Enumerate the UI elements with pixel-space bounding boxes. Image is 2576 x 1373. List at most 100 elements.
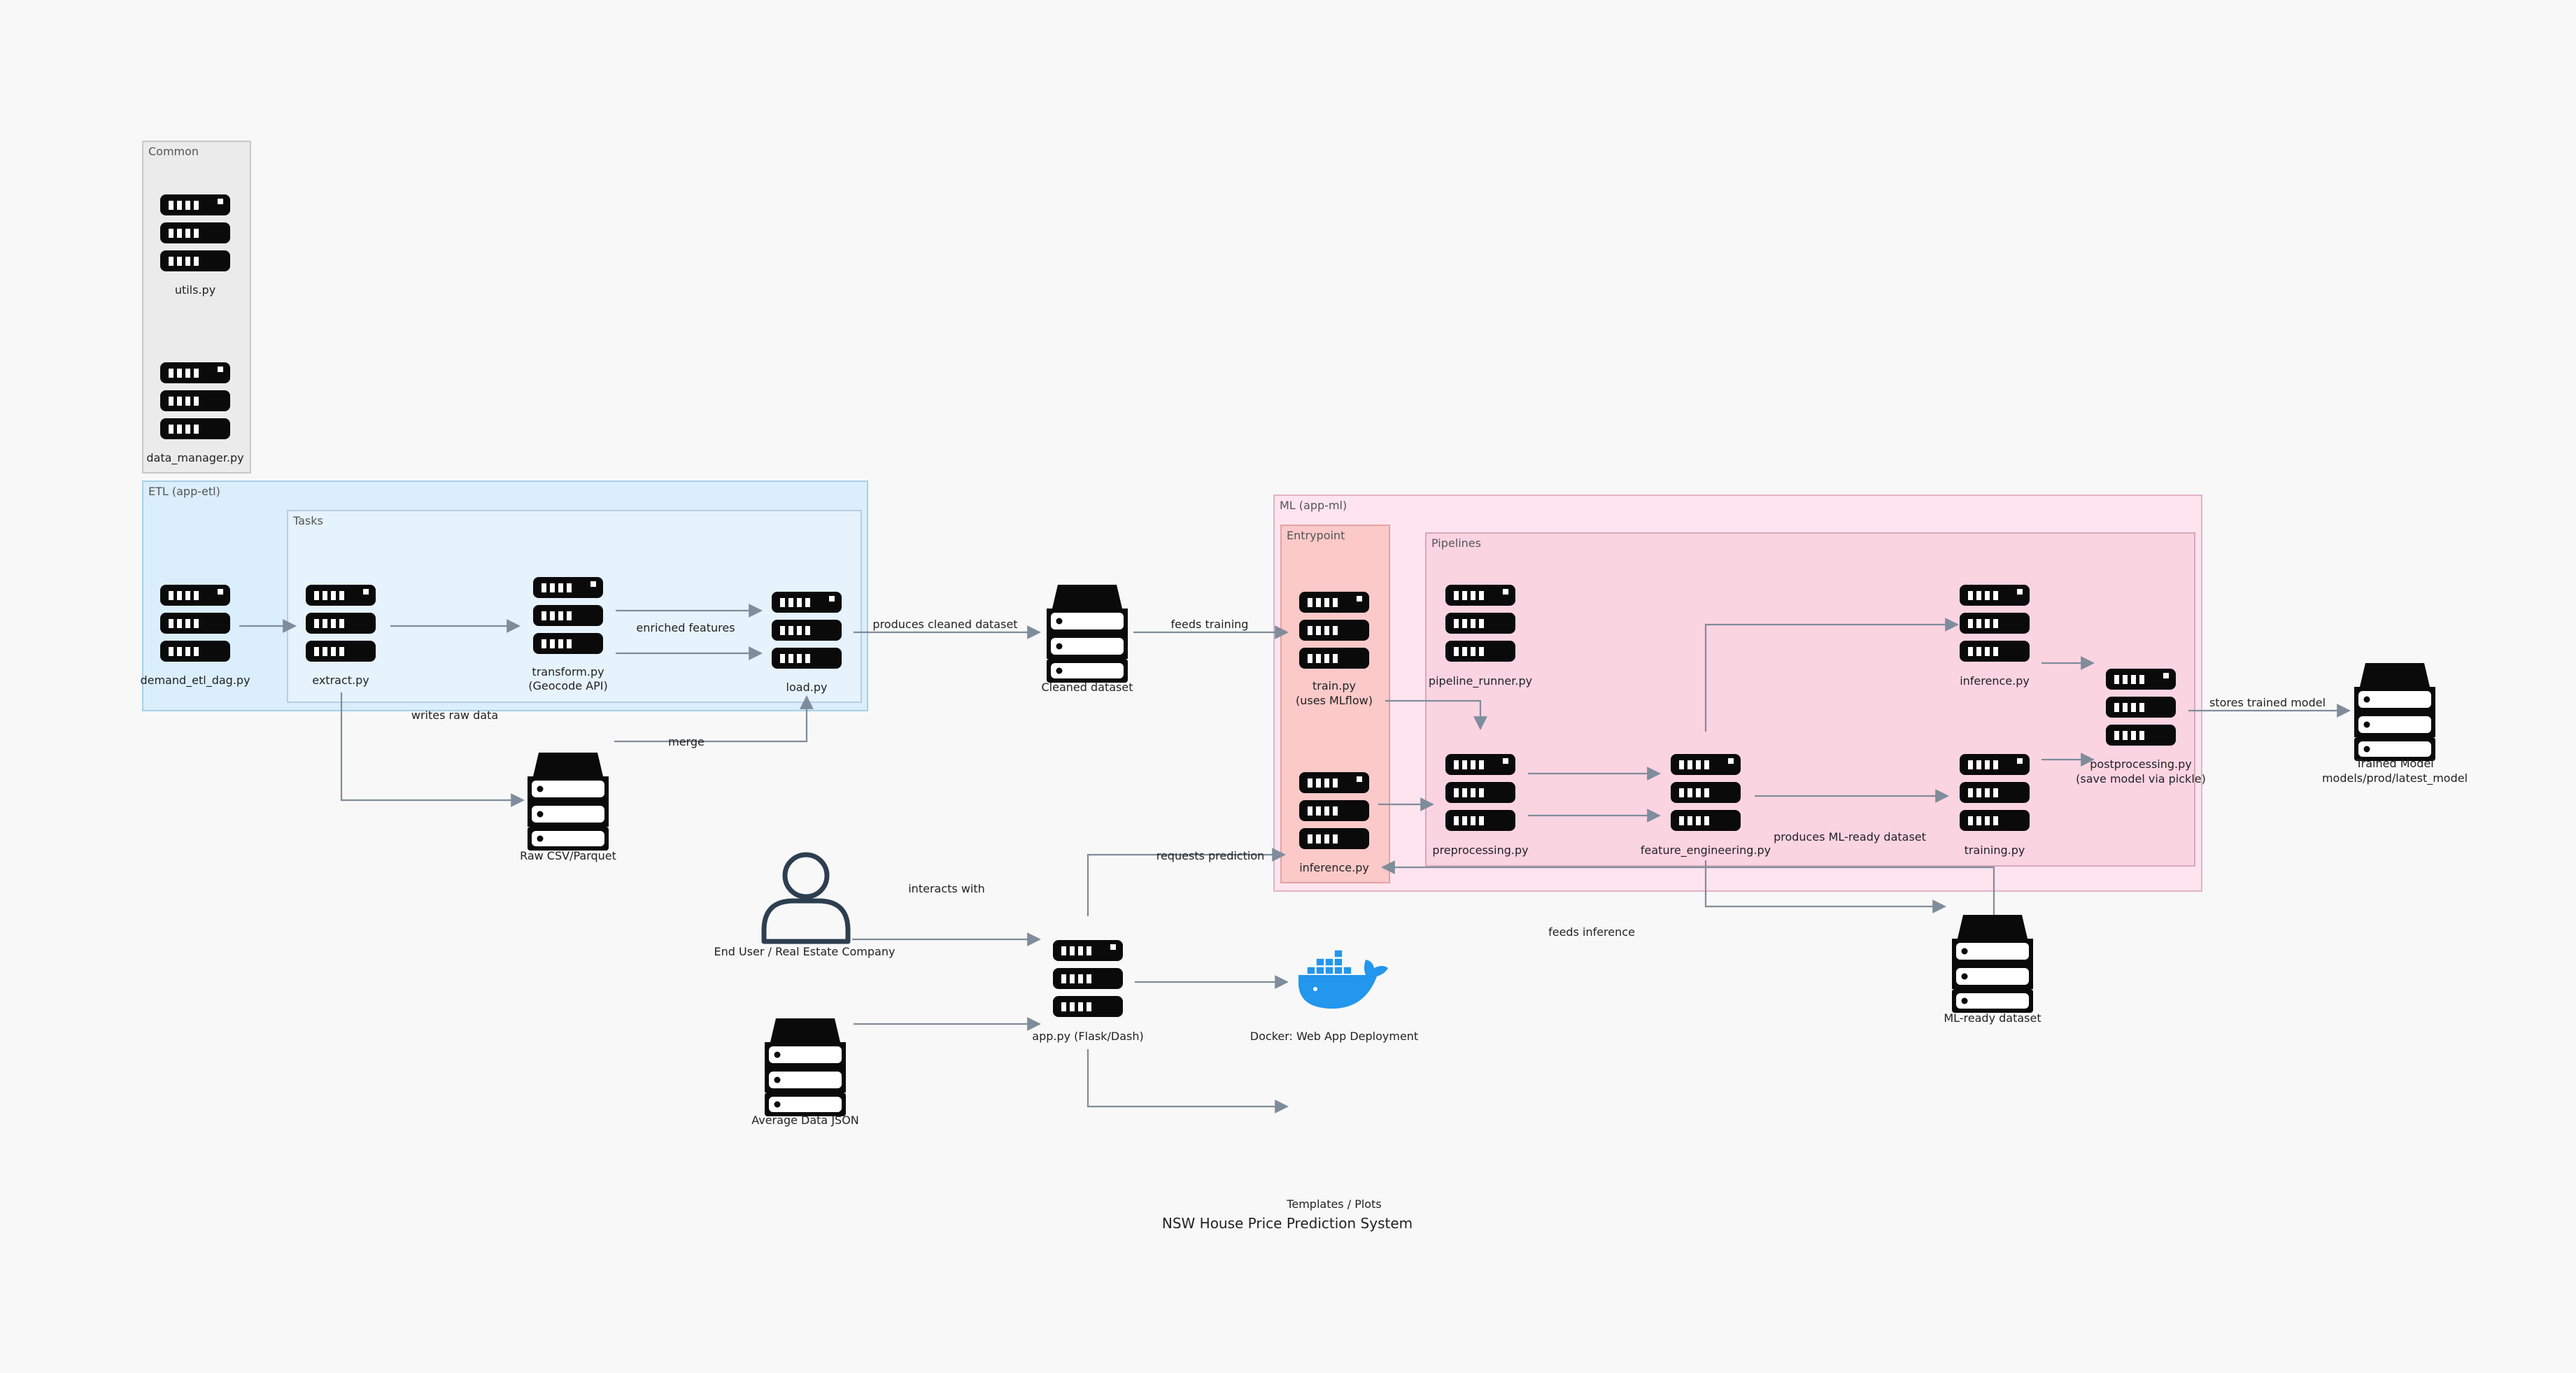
node-cleaned-dataset[interactable]: Cleaned dataset — [1042, 585, 1133, 694]
edge-label-interacts-with: interacts with — [908, 882, 985, 895]
storage-icon — [528, 753, 609, 851]
server-icon — [1960, 754, 2030, 831]
cluster-pipelines: Pipelines — [1425, 532, 2195, 867]
node-inference-entry[interactable]: inference.py — [1299, 772, 1369, 874]
edge-fe-mlready — [1704, 860, 1946, 913]
node-transform[interactable]: transform.py (Geocode API) — [528, 577, 608, 692]
node-feature-engineering-label: feature_engineering.py — [1641, 844, 1771, 858]
server-icon — [160, 194, 230, 271]
node-trained-model-label-2: models/prod/latest_model — [2322, 771, 2468, 785]
edge-label-feeds-training: feeds training — [1171, 618, 1249, 631]
server-icon — [306, 585, 376, 662]
edge-raw-load-merge — [614, 695, 814, 743]
node-trained-model-label-1: Trained Model — [2355, 757, 2434, 770]
node-end-user-label: End User / Real Estate Company — [714, 945, 896, 958]
edges — [239, 604, 2351, 1114]
node-docker-label: Docker: Web App Deployment — [1250, 1030, 1418, 1043]
node-cleaned-dataset-label: Cleaned dataset — [1042, 681, 1133, 694]
node-average-data[interactable]: Average Data JSON — [751, 1018, 859, 1127]
node-average-data-label: Average Data JSON — [751, 1114, 859, 1127]
node-transform-label-2: (Geocode API) — [528, 679, 608, 692]
node-postprocessing[interactable]: postprocessing.py (save model via pickle… — [2076, 669, 2206, 785]
edge-label-requests-prediction: requests prediction — [1156, 849, 1265, 862]
node-inference-pipeline[interactable]: inference.py — [1960, 585, 2030, 688]
node-training-label: training.py — [1965, 844, 2025, 857]
node-pipeline-runner-label: pipeline_runner.py — [1429, 674, 1532, 688]
node-transform-label-1: transform.py — [532, 665, 604, 678]
node-inference-entry-label: inference.py — [1299, 861, 1369, 874]
node-raw-data-label: Raw CSV/Parquet — [520, 849, 616, 862]
edge-label-enriched-features: enriched features — [636, 621, 735, 634]
server-icon — [1445, 754, 1515, 831]
node-templates-label: Templates / Plots — [1286, 1197, 1381, 1211]
node-trained-model[interactable]: Trained Model models/prod/latest_model — [2322, 663, 2468, 785]
server-icon — [1299, 772, 1369, 849]
storage-icon — [2354, 663, 2435, 761]
edge-label-produces-cleaned-dataset: produces cleaned dataset — [872, 618, 1017, 631]
node-extract[interactable]: extract.py — [306, 585, 376, 687]
node-raw-data[interactable]: Raw CSV/Parquet — [520, 753, 616, 862]
node-ml-ready-dataset[interactable]: ML-ready dataset — [1944, 915, 2041, 1025]
node-train-label-1: train.py — [1312, 679, 1356, 692]
node-preprocessing-label: preprocessing.py — [1432, 844, 1528, 857]
edge-train-preprocessing — [1385, 699, 1487, 730]
node-pipeline-runner[interactable]: pipeline_runner.py — [1429, 585, 1532, 688]
server-icon — [1053, 940, 1123, 1017]
node-feature-engineering[interactable]: feature_engineering.py — [1641, 754, 1771, 858]
cluster-tasks-label: Tasks — [292, 514, 323, 527]
docker-whale-icon — [1298, 949, 1388, 1009]
node-inference-pipeline-label: inference.py — [1960, 674, 2030, 688]
edge-mlready-inference — [1381, 860, 1995, 916]
node-templates[interactable]: Templates / Plots — [1286, 1197, 1381, 1211]
node-training[interactable]: training.py — [1960, 754, 2030, 857]
server-icon — [1445, 585, 1515, 662]
cluster-common-label: Common — [148, 145, 199, 158]
node-utils-label: utils.py — [175, 283, 215, 297]
server-icon — [1299, 592, 1369, 669]
node-app[interactable]: app.py (Flask/Dash) — [1032, 940, 1144, 1043]
server-icon — [2106, 669, 2176, 746]
node-preprocessing[interactable]: preprocessing.py — [1432, 754, 1529, 857]
server-icon — [160, 585, 230, 662]
node-load-label: load.py — [786, 681, 828, 694]
user-icon — [761, 852, 851, 944]
server-icon — [533, 577, 603, 654]
cluster-etl-label: ETL (app-etl) — [148, 485, 220, 498]
node-load[interactable]: load.py — [772, 592, 842, 694]
server-icon — [772, 592, 842, 669]
node-data-manager[interactable]: data_manager.py — [146, 362, 244, 465]
edge-label-produces-ml-ready-dataset: produces ML-ready dataset — [1774, 830, 1926, 844]
node-data-manager-label: data_manager.py — [146, 451, 243, 465]
edge-label-feeds-inference: feeds inference — [1548, 925, 1635, 939]
node-train-label-2: (uses MLflow) — [1296, 694, 1373, 707]
node-utils[interactable]: utils.py — [160, 194, 230, 297]
edge-label-stores-trained-model: stores trained model — [2209, 696, 2326, 709]
cluster-ml-label: ML (app-ml) — [1280, 499, 1347, 512]
node-postprocessing-label-2: (save model via pickle) — [2076, 772, 2206, 785]
cluster-entrypoint: Entrypoint — [1280, 525, 1390, 883]
node-ml-ready-dataset-label: ML-ready dataset — [1944, 1011, 2041, 1025]
edge-label-merge: merge — [668, 735, 705, 748]
node-docker[interactable]: Docker: Web App Deployment — [1250, 949, 1418, 1043]
storage-icon — [1047, 585, 1128, 683]
server-icon — [160, 362, 230, 439]
node-end-user[interactable]: End User / Real Estate Company — [714, 852, 896, 958]
diagram-title: NSW House Price Prediction System — [1162, 1215, 1413, 1232]
node-app-label: app.py (Flask/Dash) — [1032, 1030, 1143, 1043]
server-icon — [1671, 754, 1741, 831]
node-demand-etl-dag[interactable]: demand_etl_dag.py — [140, 585, 250, 688]
cluster-pipelines-label: Pipelines — [1431, 536, 1481, 550]
cluster-entrypoint-label: Entrypoint — [1287, 529, 1345, 542]
edge-app-inference — [1087, 848, 1286, 916]
storage-icon — [1952, 915, 2033, 1013]
server-icon — [1960, 585, 2030, 662]
node-train[interactable]: train.py (uses MLflow) — [1296, 592, 1373, 707]
edge-extract-raw — [340, 692, 525, 807]
edge-fe-inference — [1704, 618, 1959, 732]
edge-labels: enriched features writes raw data merge … — [411, 618, 2326, 939]
storage-icon — [765, 1018, 846, 1116]
node-extract-label: extract.py — [312, 674, 369, 687]
node-postprocessing-label-1: postprocessing.py — [2090, 757, 2192, 771]
node-demand-etl-dag-label: demand_etl_dag.py — [140, 674, 250, 688]
